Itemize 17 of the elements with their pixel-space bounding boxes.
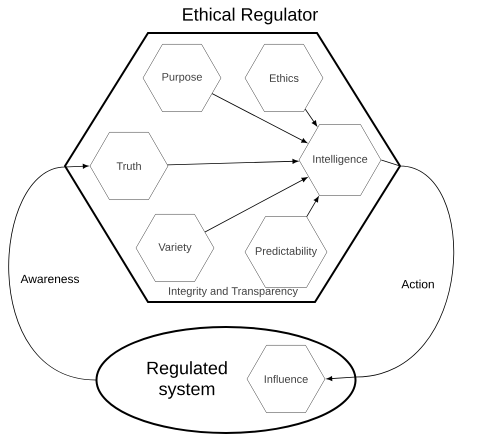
edge-label: Action — [400, 278, 436, 290]
arrow — [204, 177, 308, 232]
node-label: Ethical Regulator — [183, 8, 318, 24]
hexagon: Variety — [136, 214, 214, 282]
arrow — [326, 160, 454, 381]
hexagon: Ethics — [244, 44, 324, 112]
arrow — [306, 196, 319, 217]
hexagon: Influence — [246, 345, 326, 413]
arrow — [8, 164, 96, 380]
arrow — [212, 93, 308, 144]
hexagon: Truth — [90, 132, 168, 200]
arrow — [304, 108, 318, 126]
hexagon: Predictability — [244, 216, 328, 288]
hexagon: Purpose — [142, 44, 222, 112]
hexagon: Intelligence — [298, 124, 382, 196]
arrow — [167, 158, 298, 166]
edge-label: Awareness — [20, 274, 80, 284]
